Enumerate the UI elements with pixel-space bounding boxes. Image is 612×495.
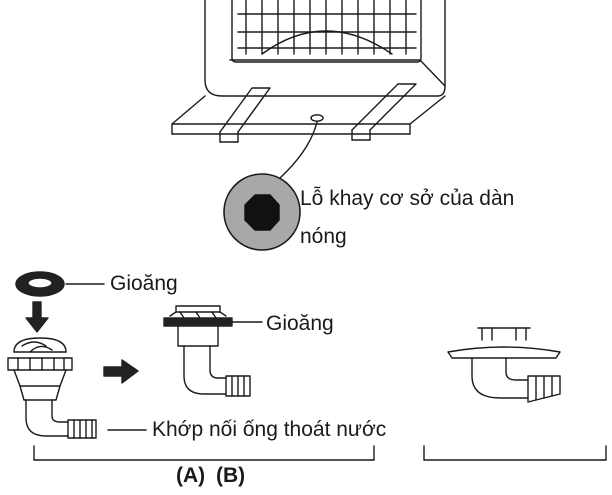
- group-b-label: (B): [216, 464, 246, 487]
- bracket-b: [423, 445, 607, 461]
- gasket-label-2: Gioăng: [266, 312, 334, 335]
- base-hole-label-line1: Lỗ khay cơ sở của dàn: [300, 187, 515, 210]
- base-hole-label-line2: nóng: [300, 225, 347, 248]
- gasket-ring-icon: [15, 271, 105, 297]
- bracket-a: [33, 445, 375, 461]
- outdoor-unit-illustration: [171, 0, 446, 179]
- gasket-label-1: Gioăng: [110, 272, 178, 295]
- group-a-label: (A): [176, 464, 206, 487]
- down-arrow-icon: [25, 301, 49, 333]
- drain-elbow-fitting-left: [7, 337, 97, 439]
- drain-joint-label: Khớp nối ống thoát nước: [152, 418, 387, 441]
- drain-fitting-right: [447, 327, 561, 403]
- base-hole-detail: [223, 173, 301, 251]
- right-arrow-icon: [103, 359, 139, 384]
- drain-fitting-with-gasket: [163, 305, 263, 397]
